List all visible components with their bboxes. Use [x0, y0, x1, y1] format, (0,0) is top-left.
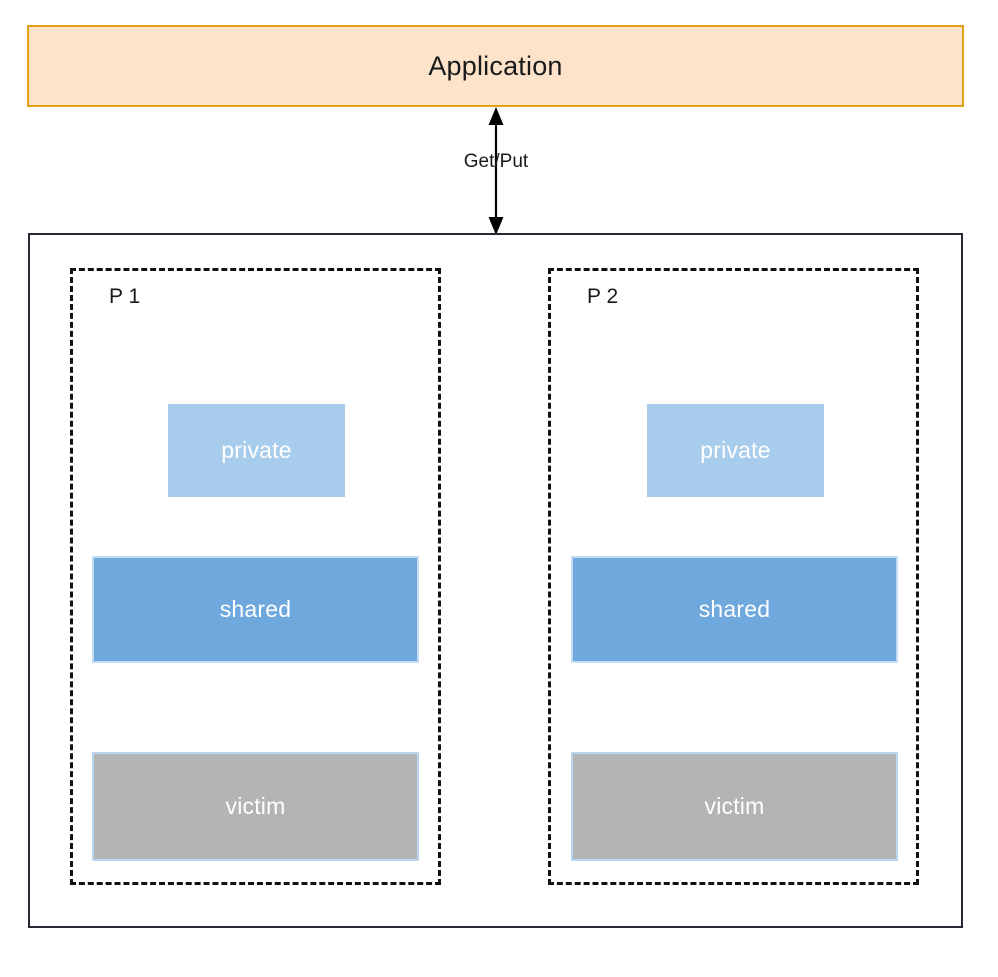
process-group-p1: P 1 [70, 268, 441, 885]
application-box: Application [27, 25, 964, 107]
memory-block-private-p1: private [168, 404, 345, 497]
memory-block-shared-p2: shared [571, 556, 898, 663]
process-label-p2: P 2 [587, 285, 619, 308]
memory-block-private-p2: private [647, 404, 824, 497]
get-put-connector [452, 107, 572, 235]
application-label: Application [428, 50, 563, 81]
memory-block-victim-p1: victim [92, 752, 419, 861]
memory-block-shared-p1: shared [92, 556, 419, 663]
process-group-p2: P 2 [548, 268, 919, 885]
get-put-label: Get/Put [463, 151, 529, 172]
process-label-p1: P 1 [109, 285, 141, 308]
double-headed-vertical-arrow-icon [488, 107, 504, 235]
memory-block-victim-p2: victim [571, 752, 898, 861]
